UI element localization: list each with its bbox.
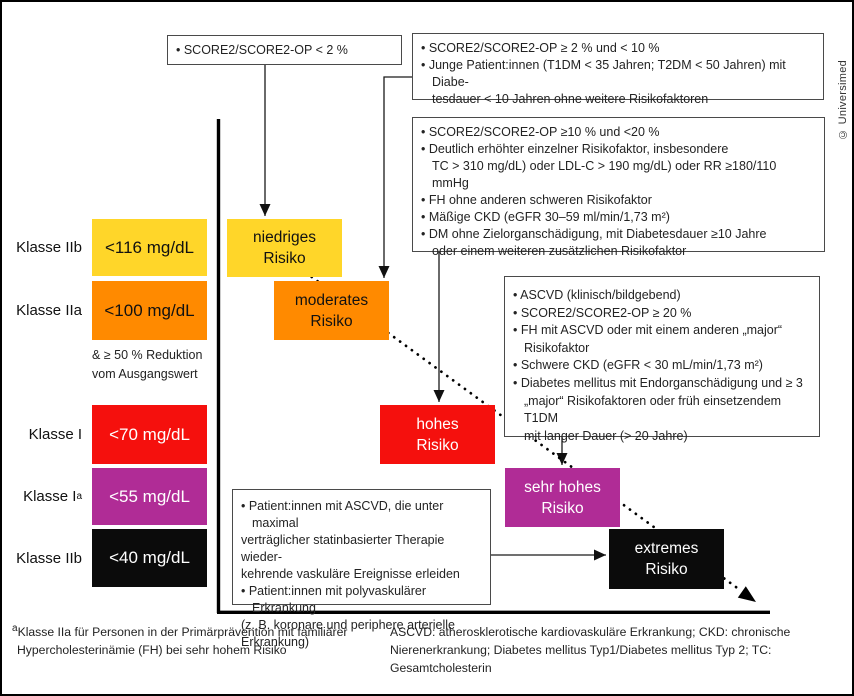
class-label-IIa: Klasse IIa: [16, 302, 82, 319]
criteria-box-extreme-risk: • Patient:innen mit ASCVD, die unter max…: [232, 489, 491, 649]
criteria-line: Risikofaktor: [524, 340, 590, 355]
criteria-line: TC > 310 mg/dL) oder LDL-C > 190 mg/dL) …: [432, 159, 777, 190]
connector-moderate-arrow: [378, 76, 412, 278]
target-box-40: <40 mg/dL: [92, 529, 207, 587]
target-box-100: <100 mg/dL: [92, 281, 207, 340]
criteria-line: • SCORE2/SCORE2-OP < 2 %: [176, 42, 348, 57]
footnote-marker: a: [12, 622, 18, 634]
criteria-line: • Deutlich erhöhter einzelner Risikofakt…: [421, 142, 729, 156]
criteria-line: verträglicher statinbasierter Therapie w…: [241, 533, 445, 564]
criteria-box-low-risk: • SCORE2/SCORE2-OP < 2 %: [167, 35, 402, 65]
target-box-116: <116 mg/dL: [92, 219, 207, 276]
criteria-line: • Patient:innen mit ASCVD, die unter max…: [241, 499, 444, 530]
risk-box-high: hohes Risiko: [380, 405, 495, 464]
criteria-line: • Patient:innen mit polyvaskulärer Erkra…: [241, 584, 427, 615]
class-label-IIb-upper: Klasse IIb: [16, 239, 82, 256]
criteria-box-very-high-risk: • ASCVD (klinisch/bildgebend) • SCORE2/S…: [504, 276, 820, 443]
criteria-line: Erkrankung): [241, 635, 310, 649]
class-label-I: Klasse I: [28, 426, 82, 443]
risk-box-very-high: sehr hohes Risiko: [505, 468, 620, 527]
risk-box-low: niedriges Risiko: [227, 219, 342, 277]
criteria-line: „major“ Risikofaktoren oder früh einsetz…: [524, 393, 782, 426]
criteria-box-high-risk: • SCORE2/SCORE2-OP ≥10 % und <20 % • Deu…: [412, 117, 825, 258]
risk-box-moderate: moderates Risiko: [274, 281, 389, 340]
risk-gradient-arrowhead-icon: [737, 586, 756, 602]
criteria-box-moderate-risk: • SCORE2/SCORE2-OP ≥ 2 % und < 10 % • Ju…: [412, 33, 824, 106]
footnote-abbreviations: ASCVD: atherosklerotische kardiovaskulär…: [390, 625, 791, 675]
criteria-line: • FH ohne anderen schweren Risikofaktor: [421, 193, 652, 207]
criteria-line: • DM ohne Zielorganschädigung, mit Diabe…: [421, 227, 767, 241]
class-label-IIb-lower: Klasse IIb: [16, 549, 82, 567]
criteria-line: • SCORE2/SCORE2-OP ≥10 % und <20 %: [421, 125, 660, 139]
criteria-line: oder einem weiteren zusätzlichen Risikof…: [432, 244, 687, 258]
criteria-line: • FH mit ASCVD oder mit einem anderen „m…: [513, 323, 783, 338]
criteria-line: (z. B. koronare und periphere arterielle: [241, 618, 456, 632]
criteria-line: • Schwere CKD (eGFR < 30 mL/min/1,73 m²): [513, 358, 763, 373]
footnote-left: aKlasse IIa für Personen in der Primärpr…: [12, 622, 348, 657]
criteria-line: mit langer Dauer (> 20 Jahre): [524, 428, 688, 443]
criteria-line: kehrende vaskuläre Ereignisse erleiden: [241, 567, 460, 581]
criteria-line: • ASCVD (klinisch/bildgebend): [513, 288, 681, 302]
criteria-line: • SCORE2/SCORE2-OP ≥ 2 % und < 10 %: [421, 41, 660, 55]
copyright-watermark: © Universimed: [837, 59, 849, 140]
target-box-55: <55 mg/dL: [92, 468, 207, 525]
risk-box-extreme: extremes Risiko: [609, 529, 724, 589]
criteria-line: • SCORE2/SCORE2-OP ≥ 20 %: [513, 305, 692, 320]
criteria-line: • Diabetes mellitus mit Endorganschädigu…: [513, 375, 803, 390]
criteria-line: • Junge Patient:innen (T1DM < 35 Jahren;…: [421, 58, 786, 89]
criteria-line: tesdauer < 10 Jahren ohne weitere Risiko…: [432, 92, 709, 106]
target-box-70: <70 mg/dL: [92, 405, 207, 464]
criteria-line: • Mäßige CKD (eGFR 30–59 ml/min/1,73 m²): [421, 210, 670, 224]
reduction-note: & ≥ 50 % Reduktion vom Ausgangswert: [92, 348, 203, 381]
